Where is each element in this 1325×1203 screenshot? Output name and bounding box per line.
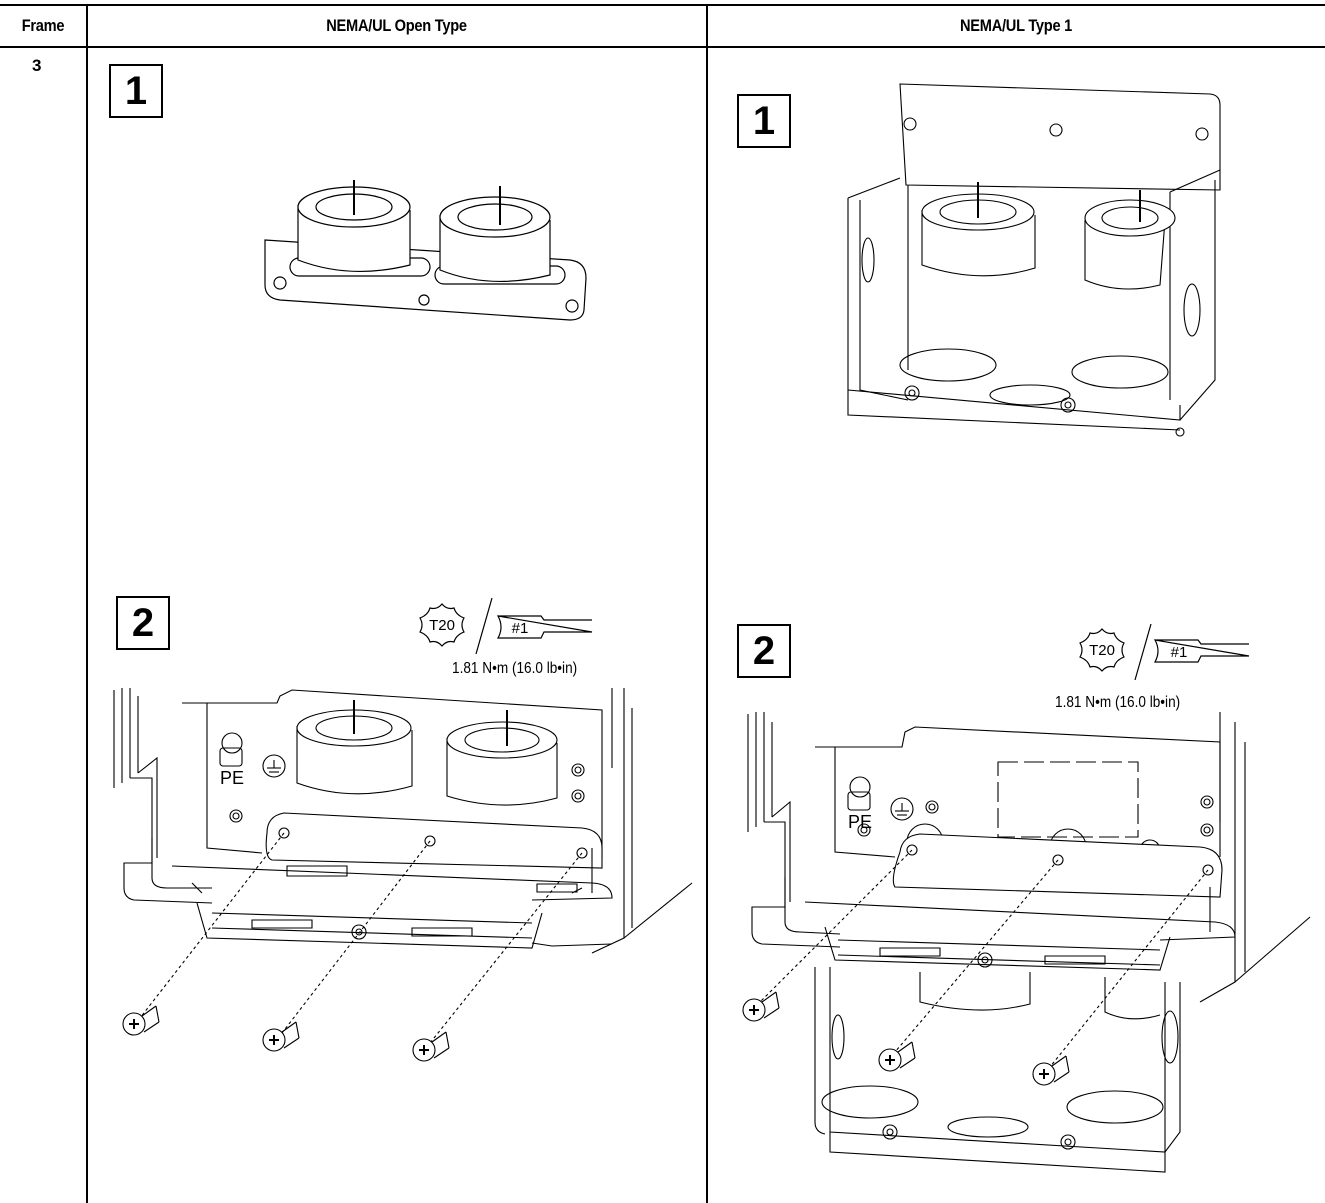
type1-step2-label: 2 [737,624,791,678]
type1-torx-label: T20 [1089,642,1115,659]
open-step1-label: 1 [109,64,163,118]
open-screw-3 [413,1032,449,1061]
open-step2-label: 2 [116,596,170,650]
type1-conduit-box-illustration [830,70,1230,430]
type1-screw-2 [879,1042,915,1071]
open-core-plate-illustration [250,170,600,330]
svg-text:PE: PE [220,768,244,788]
header-type1: NEMA/UL Type 1 [959,16,1073,35]
svg-text:PE: PE [848,812,872,832]
type1-phillips-icon: #1 [1153,636,1253,666]
frame-number: 3 [32,56,42,75]
open-screw-1 [123,1006,159,1035]
open-torque-spec: 1.81 N•m (16.0 lb•in) [452,660,578,677]
open-torx-icon: T20 [414,600,470,650]
open-phillips-label: #1 [512,620,529,637]
type1-slash-divider [1133,622,1153,682]
type-column-divider [706,5,708,1203]
open-drive-assembly-illustration: PE [112,688,702,1083]
type1-drive-assembly-illustration: PE [730,712,1320,1182]
type1-screw-3 [1033,1056,1069,1085]
open-torx-label: T20 [429,617,455,634]
open-slash-divider [474,596,494,656]
type1-step1-label: 1 [737,94,791,148]
open-phillips-icon: #1 [496,612,596,642]
type1-phillips-label: #1 [1171,644,1188,661]
type1-screw-1 [743,992,779,1021]
type1-torque-spec: 1.81 N•m (16.0 lb•in) [1055,694,1181,711]
header-frame: Frame [21,16,65,35]
table-top-border [0,4,1325,6]
open-screw-2 [263,1022,299,1051]
frame-column-divider [86,5,88,1203]
type1-torx-icon: T20 [1074,625,1130,675]
header-bottom-border [0,46,1325,48]
header-open-type: NEMA/UL Open Type [326,16,467,35]
